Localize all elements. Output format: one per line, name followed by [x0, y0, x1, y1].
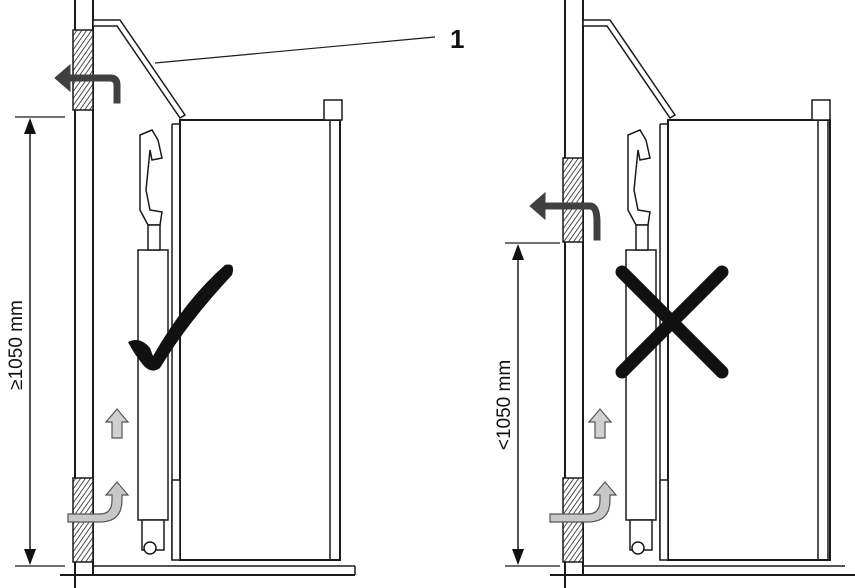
outlet-airflow-arrow: [529, 191, 601, 241]
inlet-airflow-arrow: [67, 481, 130, 523]
cabinet: [171, 99, 343, 561]
callout-1-label: 1: [450, 24, 464, 54]
panel-incorrect: <1050 mm: [494, 0, 855, 588]
height-dimension-label: <1050 mm: [494, 360, 515, 450]
inlet-airflow-arrow: [549, 481, 618, 523]
cover-hood: [92, 19, 187, 120]
updraft-arrow: [587, 408, 613, 439]
x-mark: [615, 265, 729, 379]
upper-vent-grille: [72, 29, 94, 111]
updraft-arrow: [104, 408, 130, 439]
floor: [550, 565, 855, 576]
floor: [60, 565, 356, 576]
check-mark: [128, 264, 234, 371]
height-dimension: <1050 mm: [494, 242, 560, 567]
height-dimension: ≥1050 mm: [6, 116, 65, 567]
outlet-airflow-arrow: [54, 63, 121, 104]
upper-vent-grille: [562, 157, 584, 243]
callout-1: 1: [154, 24, 464, 64]
cover-hood: [582, 19, 677, 120]
appliance: [137, 129, 169, 555]
height-dimension-label: ≥1050 mm: [6, 300, 27, 390]
panel-correct: ≥1050 mm: [6, 0, 356, 588]
